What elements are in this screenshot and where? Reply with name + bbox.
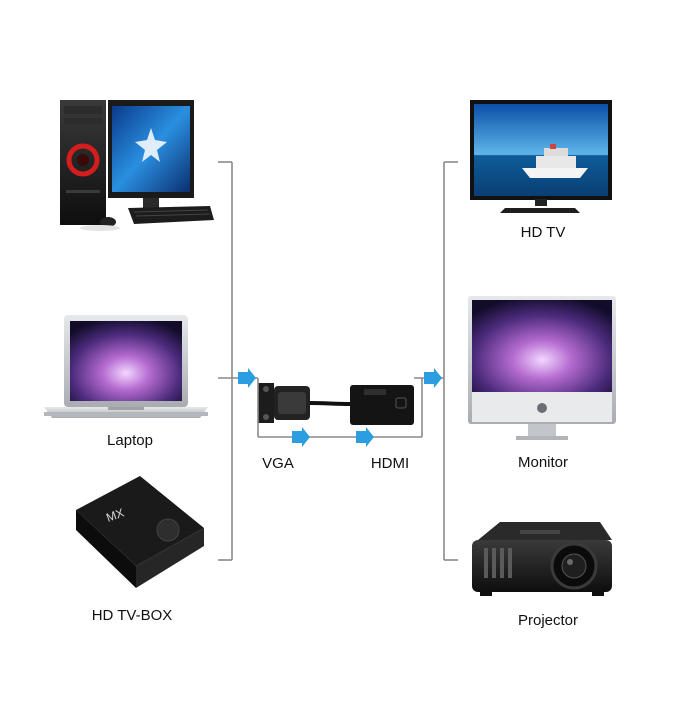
left-input-arrow — [238, 368, 256, 388]
tvbox-image: MX — [76, 476, 204, 588]
hdmi-flow-arrow — [356, 427, 374, 447]
hdmi-label: HDMI — [371, 455, 409, 472]
pc-image — [60, 100, 214, 231]
vga-label: VGA — [262, 455, 294, 472]
left-bracket — [218, 161, 258, 561]
tvbox-label: HD TV-BOX — [92, 607, 173, 624]
tvbox-logo: MX — [104, 506, 126, 525]
laptop-label: Laptop — [107, 432, 153, 449]
monitor-image — [468, 296, 616, 440]
right-bracket — [443, 161, 458, 561]
vga-hdmi-adapter — [258, 383, 414, 425]
right-output-arrow — [424, 368, 442, 388]
monitor-label: Monitor — [518, 454, 568, 471]
vga-flow-arrow — [292, 427, 310, 447]
hdtv-label: HD TV — [521, 224, 566, 241]
hdtv-image — [470, 100, 612, 213]
apple-logo — [537, 403, 547, 413]
projector-image — [472, 522, 612, 596]
projector-label: Projector — [518, 612, 578, 629]
laptop-image — [44, 315, 208, 418]
